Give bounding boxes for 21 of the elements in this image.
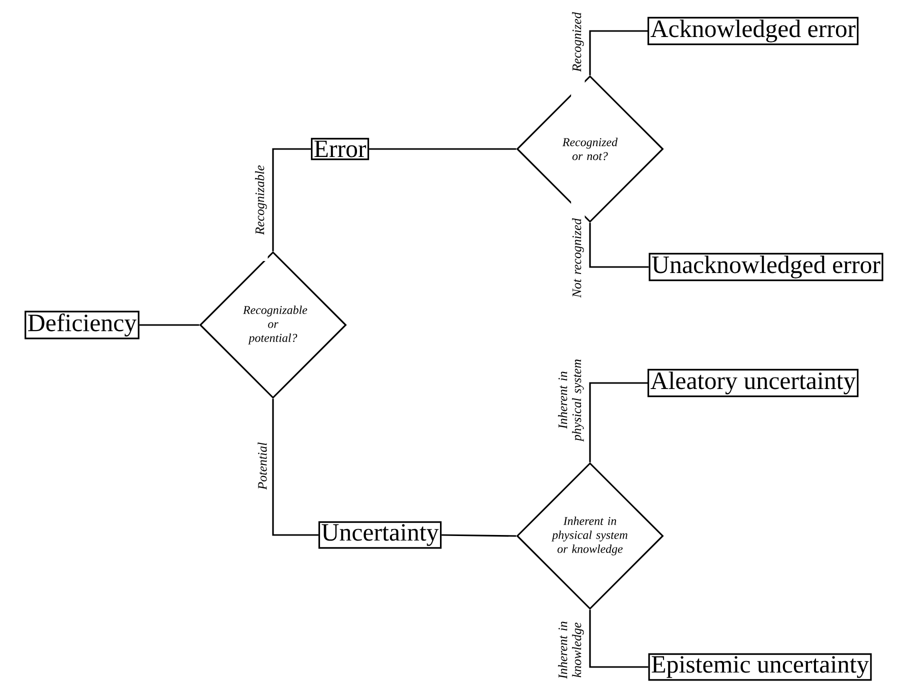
edge-label: Inherent in physical system xyxy=(557,354,585,446)
process-box: Unacknowledged error xyxy=(648,252,884,282)
connector-line xyxy=(589,382,648,462)
process-box: Uncertainty xyxy=(318,521,442,549)
process-box: Acknowledged error xyxy=(648,16,858,46)
connector-line xyxy=(272,148,311,252)
edge-label: Not recognized xyxy=(571,197,585,319)
connector-line xyxy=(139,324,200,326)
process-box: Epistemic uncertainty xyxy=(648,653,872,681)
process-box: Deficiency xyxy=(24,310,140,340)
connector-line xyxy=(589,610,648,668)
edge-label: Potential xyxy=(256,405,268,527)
edge-label: Recognizable xyxy=(254,139,268,261)
connector-line xyxy=(442,534,516,537)
process-box: Aleatory uncertainty xyxy=(648,368,858,398)
connector-line xyxy=(589,222,649,268)
process-box: Error xyxy=(310,138,370,160)
connector-line xyxy=(272,398,318,536)
connector-line xyxy=(589,30,648,76)
edge-label: Inherent in knowledge xyxy=(557,614,585,686)
connector-line xyxy=(369,148,516,150)
